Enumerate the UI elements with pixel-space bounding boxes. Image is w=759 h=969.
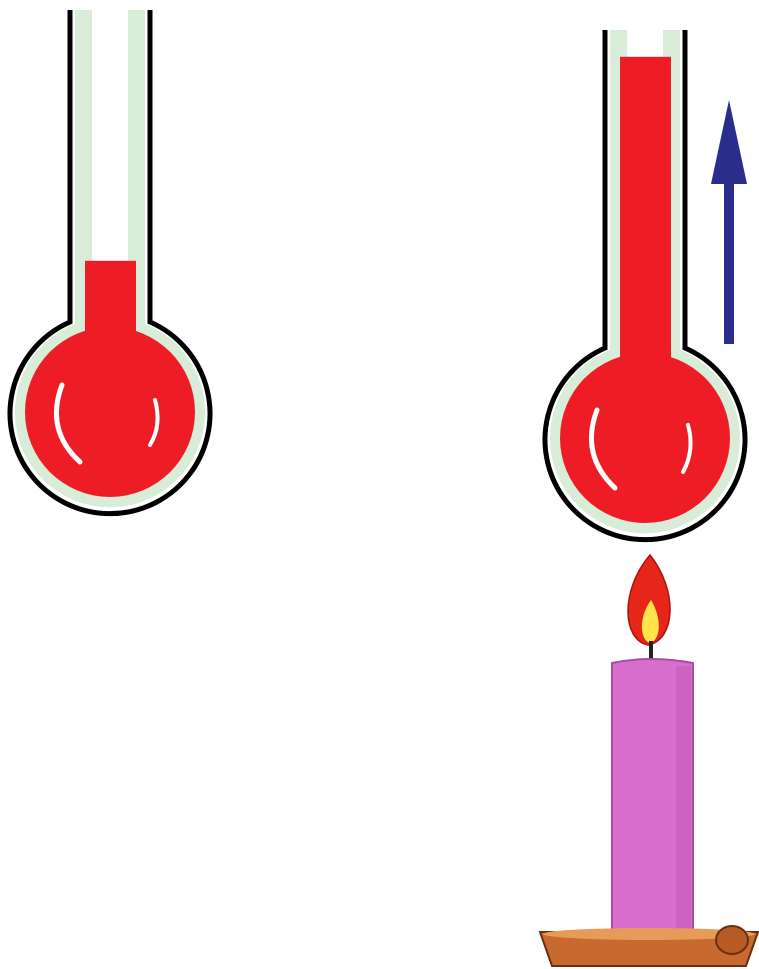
candle-holder-handle: [716, 926, 748, 954]
thermometer-unheated: [10, 10, 210, 514]
thermometer-bulb: [560, 353, 730, 523]
arrow-up-icon: [711, 100, 747, 344]
arrow-head: [711, 100, 747, 184]
candle-body-shade: [676, 666, 691, 938]
candle-wick: [649, 641, 653, 661]
arrow-shaft: [724, 176, 734, 344]
candle: [540, 555, 758, 966]
thermometer-bulb: [25, 327, 195, 497]
thermometer-liquid-column: [620, 57, 671, 385]
thermometer-heated: [545, 30, 745, 540]
